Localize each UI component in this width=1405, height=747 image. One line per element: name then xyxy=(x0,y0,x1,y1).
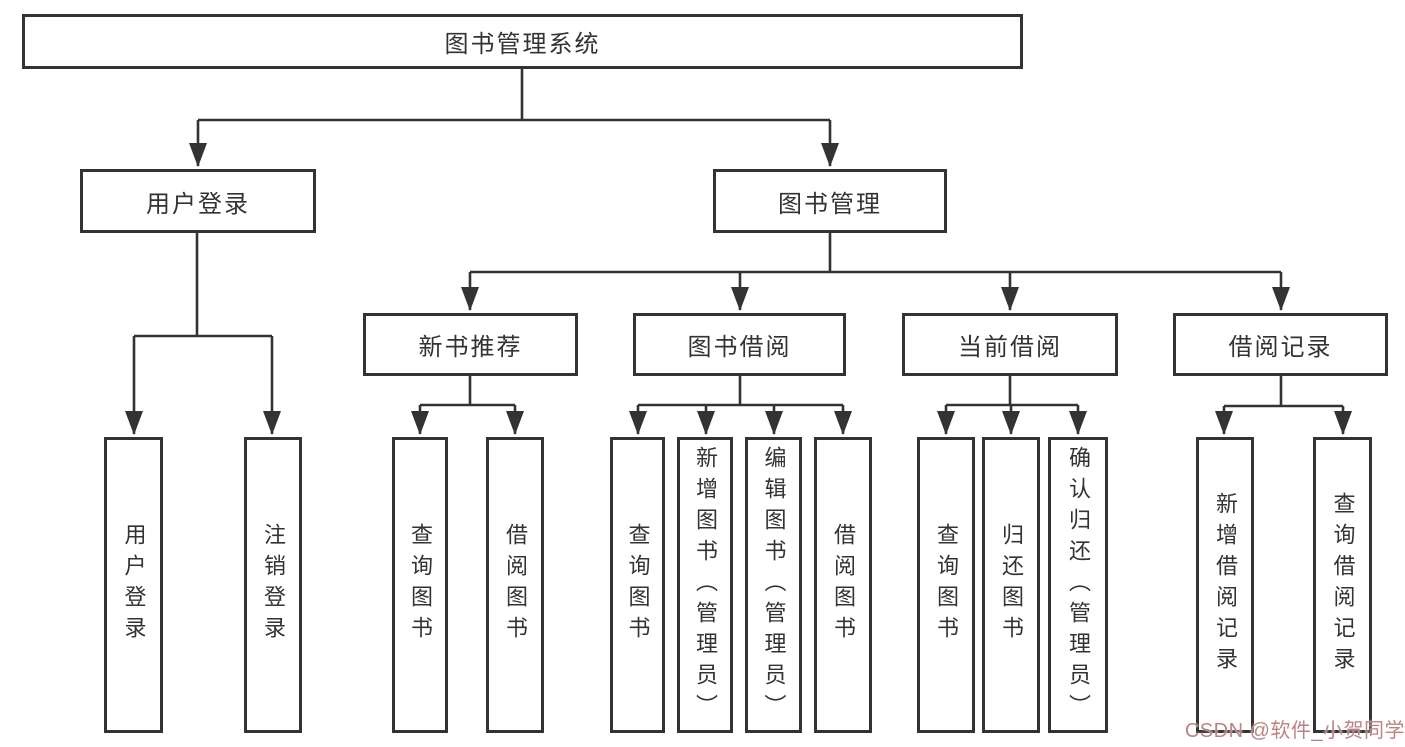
node-book-borrowing: 图书借阅 xyxy=(633,313,846,376)
node-label: 借阅图书 xyxy=(831,523,856,647)
node-leaf-query-books-1: 查询图书 xyxy=(392,437,448,733)
node-label: 图书借阅 xyxy=(687,334,792,361)
node-leaf-edit-books-admin: 编辑图书（管理员） xyxy=(745,437,802,733)
node-label: 借阅图书 xyxy=(503,523,528,647)
node-leaf-borrow-books-1: 借阅图书 xyxy=(486,437,544,733)
node-label: 借阅记录 xyxy=(1228,334,1333,361)
connector-records xyxy=(1224,376,1343,408)
node-label: 查询图书 xyxy=(625,523,651,647)
node-leaf-user-login: 用户登录 xyxy=(104,437,163,733)
node-label: 用户登录 xyxy=(121,523,147,647)
node-root: 图书管理系统 xyxy=(22,14,1023,69)
node-borrowing-records: 借阅记录 xyxy=(1173,313,1388,376)
node-leaf-add-borrow-record: 新增借阅记录 xyxy=(1196,437,1254,733)
connector-user-login xyxy=(134,233,272,338)
node-leaf-logout: 注销登录 xyxy=(244,437,302,733)
connector-current-borrowing xyxy=(946,376,1078,407)
node-label: 查询图书 xyxy=(408,523,433,647)
connector-borrowing xyxy=(638,376,843,407)
node-leaf-borrow-books-2: 借阅图书 xyxy=(814,437,872,733)
connector-root xyxy=(198,69,830,122)
node-label: 新书推荐 xyxy=(418,334,523,361)
node-label: 当前借阅 xyxy=(958,334,1062,361)
node-leaf-add-books-admin: 新增图书（管理员） xyxy=(677,437,733,733)
node-label: 用户登录 xyxy=(146,190,250,218)
node-label: 查询图书 xyxy=(934,523,959,647)
node-label: 注销登录 xyxy=(261,523,286,647)
node-leaf-confirm-return-admin: 确认归还（管理员） xyxy=(1048,437,1108,733)
connector-new-book xyxy=(420,376,515,407)
node-label: 新增图书（管理员） xyxy=(693,445,718,725)
node-book-management: 图书管理 xyxy=(713,169,947,233)
node-label: 归还图书 xyxy=(999,523,1024,647)
node-leaf-query-books-2: 查询图书 xyxy=(610,437,665,733)
connector-book-management xyxy=(470,233,1281,274)
node-label: 确认归还（管理员） xyxy=(1066,445,1091,725)
csdn-watermark: CSDN @软件_小贺同学 xyxy=(1184,720,1405,742)
node-current-borrowing: 当前借阅 xyxy=(902,313,1118,376)
node-leaf-return-books: 归还图书 xyxy=(982,437,1040,733)
node-label: 编辑图书（管理员） xyxy=(761,445,787,725)
node-label: 新增借阅记录 xyxy=(1213,492,1238,678)
node-label: 图书管理系统 xyxy=(444,31,601,58)
node-label: 图书管理 xyxy=(778,190,882,218)
node-leaf-query-borrow-record: 查询借阅记录 xyxy=(1313,437,1372,733)
node-new-book-recommendation: 新书推荐 xyxy=(363,313,578,376)
node-user-login: 用户登录 xyxy=(80,169,316,233)
node-leaf-query-books-3: 查询图书 xyxy=(917,437,975,733)
node-label: 查询借阅记录 xyxy=(1330,492,1356,678)
